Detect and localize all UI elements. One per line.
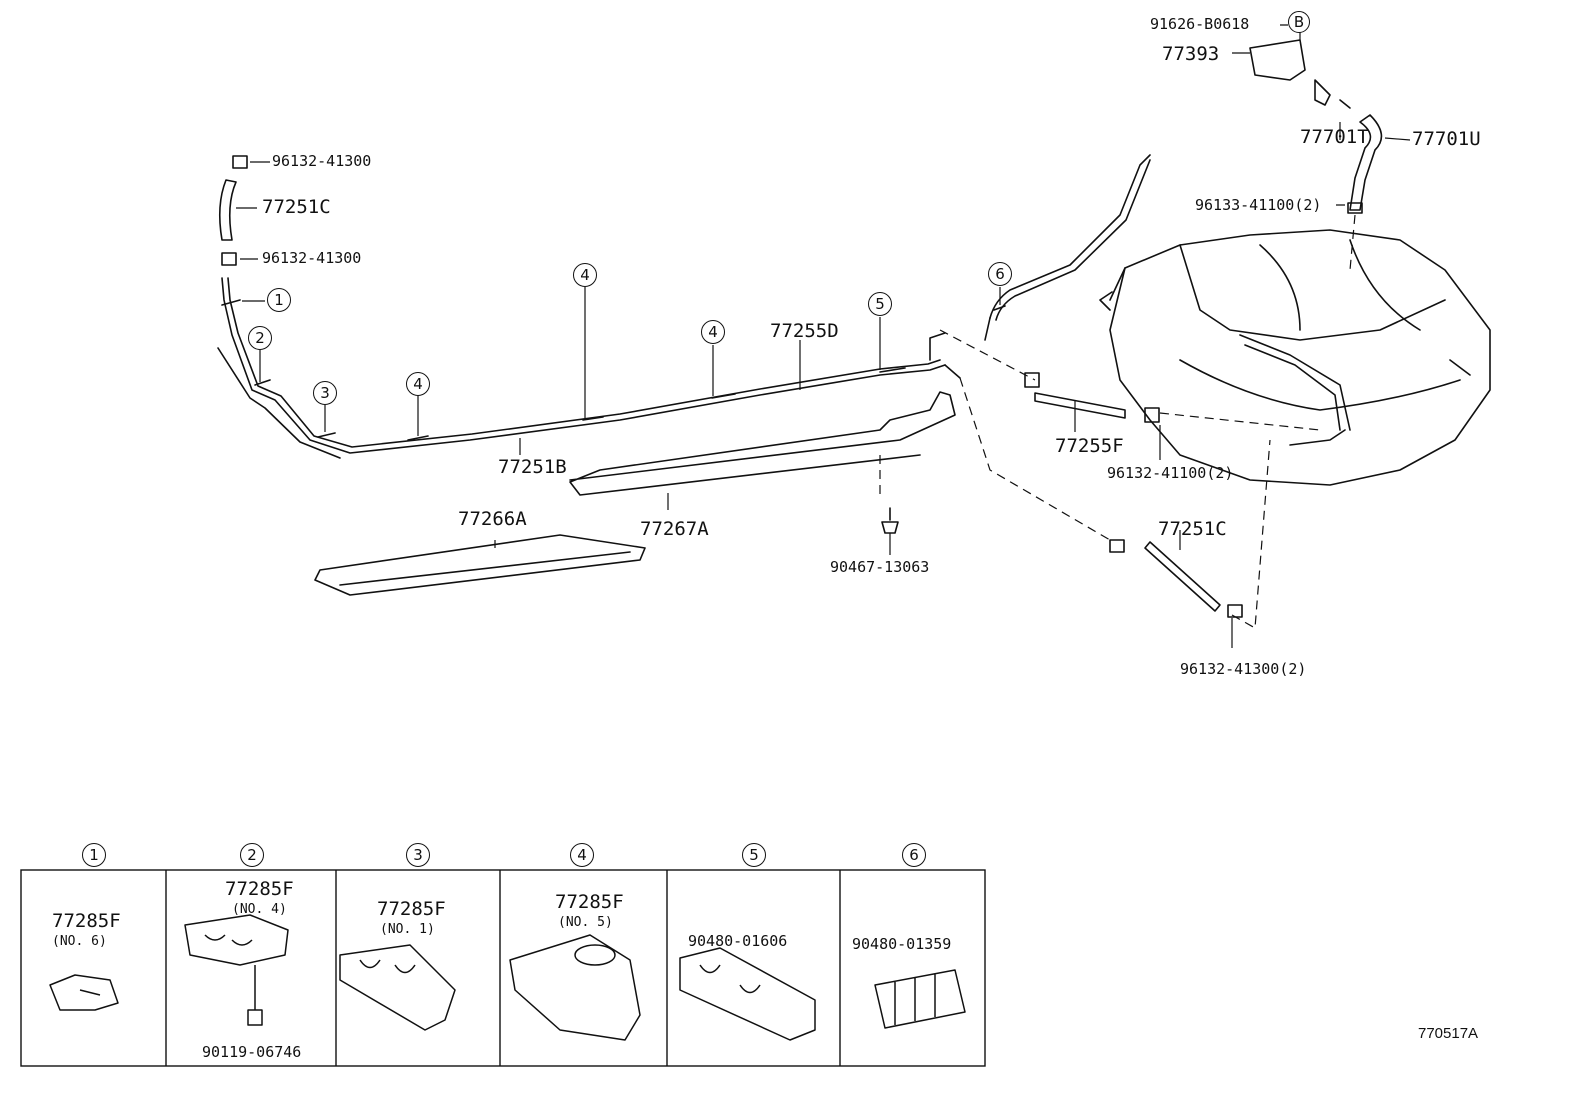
panel-sub: (NO. 5) (558, 915, 613, 930)
panel-part: 77285F (52, 910, 121, 932)
panel-callout-4: 4 (570, 843, 594, 867)
callout-4: 4 (406, 372, 430, 396)
part-label: 96132-41300 (272, 152, 372, 170)
part-label: 77393 (1162, 43, 1220, 65)
panel-callout-5: 5 (742, 843, 766, 867)
clip-no6 (49, 974, 119, 1011)
part-label: 96132-41300 (262, 249, 362, 267)
callout-3: 3 (313, 381, 337, 405)
callout-5: 5 (868, 292, 892, 316)
protector-77266A (314, 534, 646, 596)
part-label: 77255D (770, 320, 839, 342)
part-label: 77701T (1300, 126, 1369, 148)
bolt-90119 (247, 965, 263, 1026)
hose-77251C-right (1144, 541, 1221, 612)
clip-90480-01606 (679, 947, 816, 1041)
part-label: 91626-B0618 (1150, 15, 1250, 33)
panel-part: 90480-01606 (688, 932, 788, 950)
part-label: 77251B (498, 456, 567, 478)
clamp-1 (232, 155, 248, 169)
part-label: 96133-41100(2) (1195, 196, 1322, 214)
clip-no1 (339, 944, 456, 1031)
diagram-code: 770517A (1418, 1025, 1479, 1042)
callout-b: B (1288, 11, 1310, 33)
clip-90480-01359 (874, 969, 966, 1029)
fuel-pipes (217, 154, 1151, 459)
fuel-tank (1099, 229, 1491, 486)
clamp-5 (1109, 539, 1125, 553)
part-label: 96132-41100(2) (1107, 464, 1234, 482)
part-label: 77251C (1158, 518, 1227, 540)
panel-callout-3: 3 (406, 843, 430, 867)
part-label: 77255F (1055, 435, 1124, 457)
callout-4: 4 (573, 263, 597, 287)
callout-2: 2 (248, 326, 272, 350)
panel-sub: (NO. 1) (380, 922, 435, 937)
panel-sub: (NO. 6) (52, 934, 107, 949)
clip-no4 (184, 914, 289, 966)
bolt-90467 (881, 507, 899, 534)
clamp-2 (221, 252, 237, 266)
clamp-4 (1144, 407, 1160, 423)
clamp-3 (1024, 372, 1040, 388)
protector-77267A (569, 391, 956, 496)
panel-extra: 90119-06746 (202, 1043, 302, 1061)
clamp-7 (1347, 202, 1363, 214)
panel-part: 77285F (225, 878, 294, 900)
part-label: 77251C (262, 196, 331, 218)
callout-1: 1 (267, 288, 291, 312)
clip-no5 (509, 934, 641, 1041)
hose-77701U (1349, 114, 1383, 211)
part-label: 96132-41300(2) (1180, 660, 1307, 678)
clamp-6 (1227, 604, 1243, 618)
panel-part: 77285F (555, 891, 624, 913)
hose-77251C-top (218, 179, 237, 241)
panel-part: 90480-01359 (852, 935, 952, 953)
panel-callout-1: 1 (82, 843, 106, 867)
panel-callout-2: 2 (240, 843, 264, 867)
hose-77255F (1034, 392, 1126, 419)
panel-sub: (NO. 4) (232, 902, 287, 917)
part-label: 90467-13063 (830, 558, 930, 576)
part-label: 77701U (1412, 128, 1481, 150)
callout-6: 6 (988, 262, 1012, 286)
callout-4: 4 (701, 320, 725, 344)
panel-part: 77285F (377, 898, 446, 920)
part-label: 77267A (640, 518, 709, 540)
panel-callout-6: 6 (902, 843, 926, 867)
valve-77393 (1249, 39, 1306, 81)
part-label: 77266A (458, 508, 527, 530)
